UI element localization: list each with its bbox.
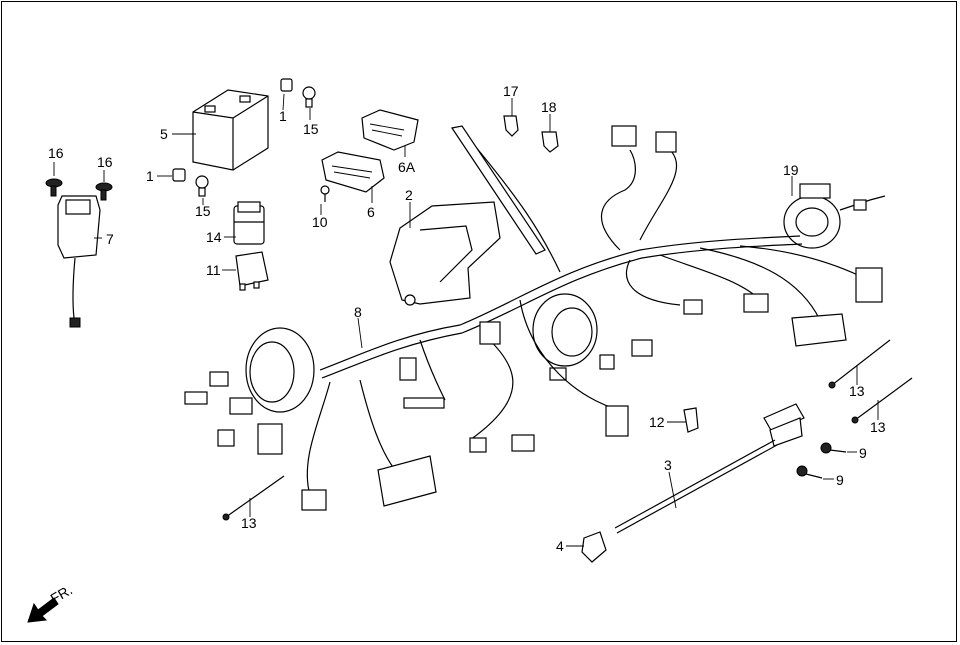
part-16-screw-left <box>45 178 63 197</box>
callout-1-top: 1 <box>279 108 287 124</box>
callout-19: 19 <box>783 162 799 178</box>
part-13-tie-c <box>222 475 285 521</box>
part-12-clip <box>683 407 699 433</box>
callout-9-lower: 9 <box>836 472 844 488</box>
part-10-screw <box>320 185 330 202</box>
leader-lines <box>53 93 879 547</box>
callout-9-upper: 9 <box>859 445 867 461</box>
part-19-switch <box>783 183 886 249</box>
callout-12: 12 <box>649 414 665 430</box>
callout-7: 7 <box>106 231 114 247</box>
callout-16-right: 16 <box>97 154 113 170</box>
callout-13-middle: 13 <box>870 419 886 435</box>
callout-13-lower: 13 <box>241 515 257 531</box>
callout-15-left: 15 <box>195 203 211 219</box>
callout-10: 10 <box>312 214 328 230</box>
callout-8: 8 <box>354 304 362 320</box>
callout-18: 18 <box>541 99 557 115</box>
part-18-clip <box>541 131 559 153</box>
callout-2: 2 <box>405 187 413 203</box>
part-14-relay <box>233 201 265 245</box>
part-9-bolt-lower <box>796 465 823 479</box>
callout-labels: 16 16 7 5 1 1 15 15 14 11 6A 6 10 2 8 17… <box>48 83 886 554</box>
part-6a-cover <box>361 109 419 151</box>
callout-6a: 6A <box>398 159 416 175</box>
callout-6: 6 <box>367 204 375 220</box>
callout-1-left: 1 <box>146 168 154 184</box>
callout-17: 17 <box>503 83 519 99</box>
part-15-bolt-left <box>195 175 209 197</box>
callout-13-upper: 13 <box>849 383 865 399</box>
callout-4: 4 <box>556 538 564 554</box>
part-11-relay <box>235 251 269 291</box>
part-15-bolt-top <box>302 86 316 108</box>
callout-5: 5 <box>160 126 168 142</box>
part-8-main-harness <box>184 125 883 511</box>
part-17-clip <box>503 115 519 137</box>
callout-16-left: 16 <box>48 145 64 161</box>
part-3-ignition-coil <box>614 403 805 534</box>
callout-3: 3 <box>664 457 672 473</box>
part-5-battery <box>192 89 269 171</box>
callout-11: 11 <box>206 262 221 278</box>
part-13-tie-b <box>851 377 913 424</box>
part-1-nut-left <box>172 168 186 182</box>
callout-15-top: 15 <box>303 121 319 137</box>
part-6-fuse-box <box>321 151 385 193</box>
callout-14: 14 <box>206 229 222 245</box>
part-16-screw-right <box>95 182 113 201</box>
front-direction-arrow <box>27 597 59 623</box>
part-7-unit <box>57 195 101 328</box>
part-4-plug-cap <box>581 531 607 563</box>
part-2-bracket <box>389 201 501 306</box>
part-13-tie-a <box>828 339 891 389</box>
part-9-bolt-upper <box>820 442 847 454</box>
part-1-nut-top <box>280 78 293 92</box>
